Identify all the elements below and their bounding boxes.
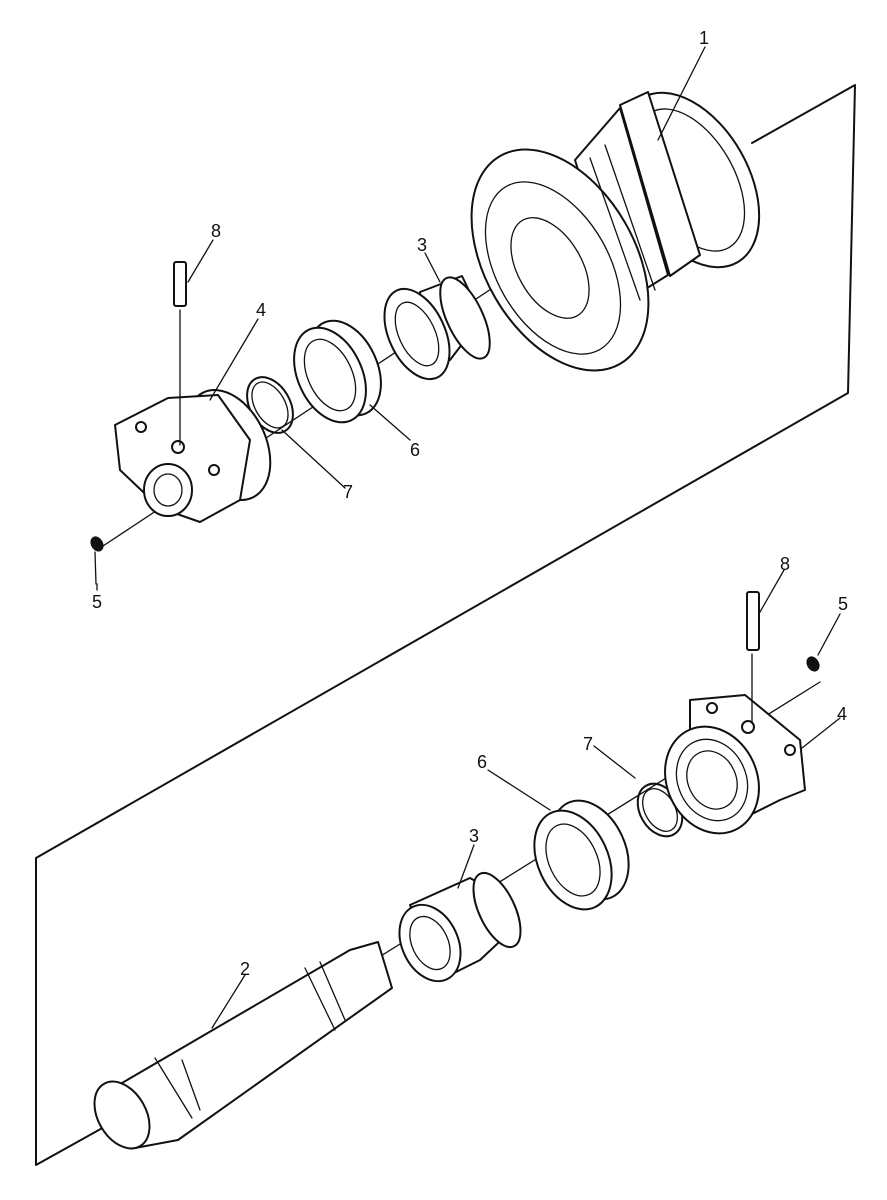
callout-plug-bottom: 5 — [838, 594, 848, 614]
plug-lower-part — [806, 656, 820, 672]
plug-upper-part — [90, 536, 104, 585]
shaft-part — [93, 941, 393, 1150]
seal-upper-part — [293, 319, 382, 424]
callout-bushing-bottom: 3 — [469, 826, 479, 846]
collar-upper-part — [114, 389, 272, 523]
callout-pin-top: 8 — [211, 221, 221, 241]
callout-seal-top: 6 — [410, 440, 420, 460]
callout-roller: 1 — [699, 28, 709, 48]
callout-pin-bottom: 8 — [780, 554, 790, 574]
roller-part — [470, 91, 761, 372]
callout-oring-top: 7 — [343, 482, 353, 502]
callout-shaft: 2 — [240, 959, 250, 979]
pin-upper-part — [173, 261, 187, 446]
border-frame — [35, 84, 856, 1166]
callout-oring-bottom: 7 — [583, 734, 593, 754]
callout-bushing-top: 3 — [417, 235, 427, 255]
collar-lower-part — [664, 694, 806, 835]
callout-labels: 1 2 3 3 4 4 5 5 6 6 7 7 8 8 — [92, 28, 848, 979]
pin-lower-part — [746, 591, 760, 723]
leader-lines — [96, 46, 841, 1029]
callout-plug-top: 5 — [92, 592, 102, 612]
callout-collar-top: 4 — [256, 300, 266, 320]
bushing-lower-part — [398, 871, 522, 983]
seal-lower-part — [533, 799, 630, 911]
bushing-upper-part — [383, 275, 491, 381]
callout-seal-bottom: 6 — [477, 752, 487, 772]
callout-collar-bottom: 4 — [837, 704, 847, 724]
